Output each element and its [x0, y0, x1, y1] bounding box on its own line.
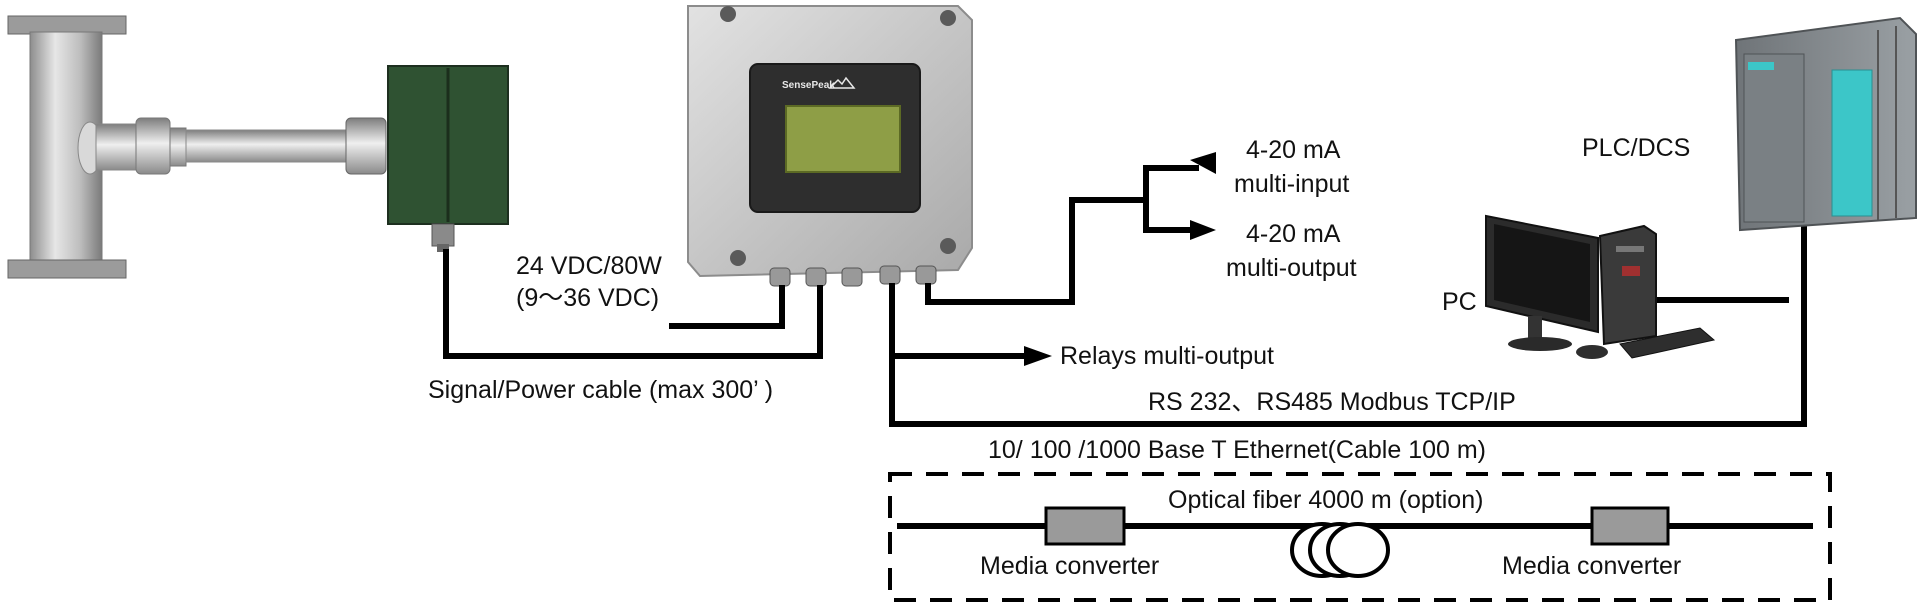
fiber-option-box [888, 472, 1832, 602]
media-converter-left-box [1044, 506, 1126, 546]
plc-unit [1734, 16, 1917, 232]
fiber-label: Optical fiber 4000 m (option) [1168, 486, 1483, 514]
pc-label: PC [1442, 288, 1477, 316]
analog-input-label-line1: 4-20 mA [1246, 136, 1341, 164]
power-label-line2: (9～36 VDC) [516, 284, 659, 312]
plc-label: PLC/DCS [1582, 134, 1690, 162]
pc-computer [1485, 214, 1716, 359]
sensor-head-box [387, 65, 509, 252]
media-converter-left-label: Media converter [980, 552, 1159, 580]
media-converter-right-box [1590, 506, 1670, 546]
insertion-rod [95, 117, 387, 175]
brand-label: SensePeak [782, 80, 835, 91]
analog-io-line [925, 197, 1149, 305]
protocols-label: RS 232、RS485 Modbus TCP/IP [1148, 388, 1516, 416]
power-label-line1: 24 VDC/80W [516, 252, 662, 280]
lcd-display [785, 105, 901, 173]
analog-output-arrow-icon [1190, 220, 1216, 240]
fiber-coil-icon [1290, 522, 1390, 578]
transmitter-enclosure: SensePeak [687, 5, 973, 287]
analog-output-label-line2: multi-output [1226, 254, 1357, 282]
media-converter-right-label: Media converter [1502, 552, 1681, 580]
relay-label: Relays multi-output [1060, 342, 1274, 370]
ethernet-label: 10/ 100 /1000 Base T Ethernet(Cable 100 … [988, 436, 1486, 464]
brand-logo-icon [828, 76, 856, 89]
analog-output-label-line1: 4-20 mA [1246, 220, 1341, 248]
signal-power-cable-label: Signal/Power cable (max 300’ ) [428, 376, 773, 404]
relay-arrow-icon [1024, 346, 1052, 366]
signal-power-cable [443, 249, 823, 359]
analog-input-arrow-icon [1190, 152, 1216, 174]
analog-input-label-line2: multi-input [1234, 170, 1349, 198]
power-line [669, 285, 785, 329]
